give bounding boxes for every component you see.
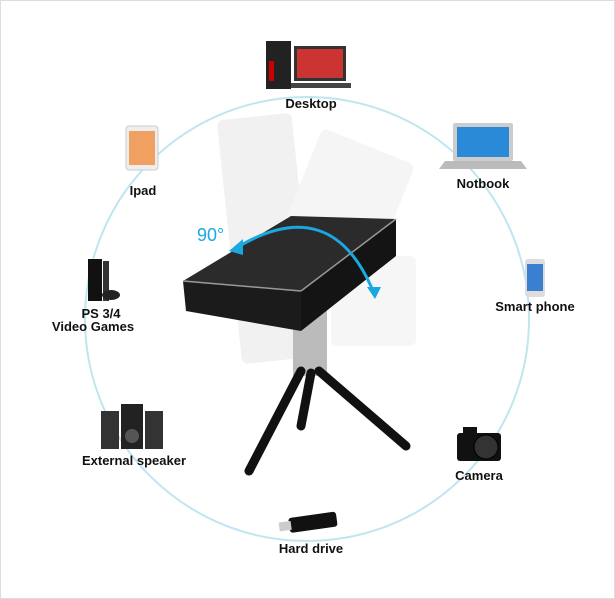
hard-drive-label: Hard drive bbox=[278, 541, 344, 556]
rotation-angle-label: 90° bbox=[197, 225, 225, 245]
desktop-icon bbox=[266, 41, 351, 89]
camera-icon bbox=[457, 427, 501, 461]
rotation-arrow-icon bbox=[235, 225, 375, 292]
projector-icon bbox=[182, 216, 397, 331]
ps-label-line2: Video Games bbox=[51, 319, 135, 334]
hard-drive-icon bbox=[278, 511, 338, 533]
desktop-label: Desktop bbox=[285, 96, 337, 111]
game-console-icon bbox=[88, 259, 120, 301]
speaker-icon bbox=[101, 404, 163, 449]
smartphone-icon bbox=[525, 259, 545, 297]
ipad-icon bbox=[125, 125, 159, 171]
ps-label-line1: PS 3/4 bbox=[81, 306, 121, 321]
smartphone-label: Smart phone bbox=[495, 299, 575, 314]
connection-circle bbox=[84, 96, 530, 542]
camera-label: Camera bbox=[455, 468, 503, 483]
notebook-label: Notbook bbox=[456, 176, 510, 191]
ipad-label: Ipad bbox=[129, 183, 157, 198]
notebook-icon bbox=[439, 123, 527, 169]
speaker-label: External speaker bbox=[81, 453, 187, 468]
